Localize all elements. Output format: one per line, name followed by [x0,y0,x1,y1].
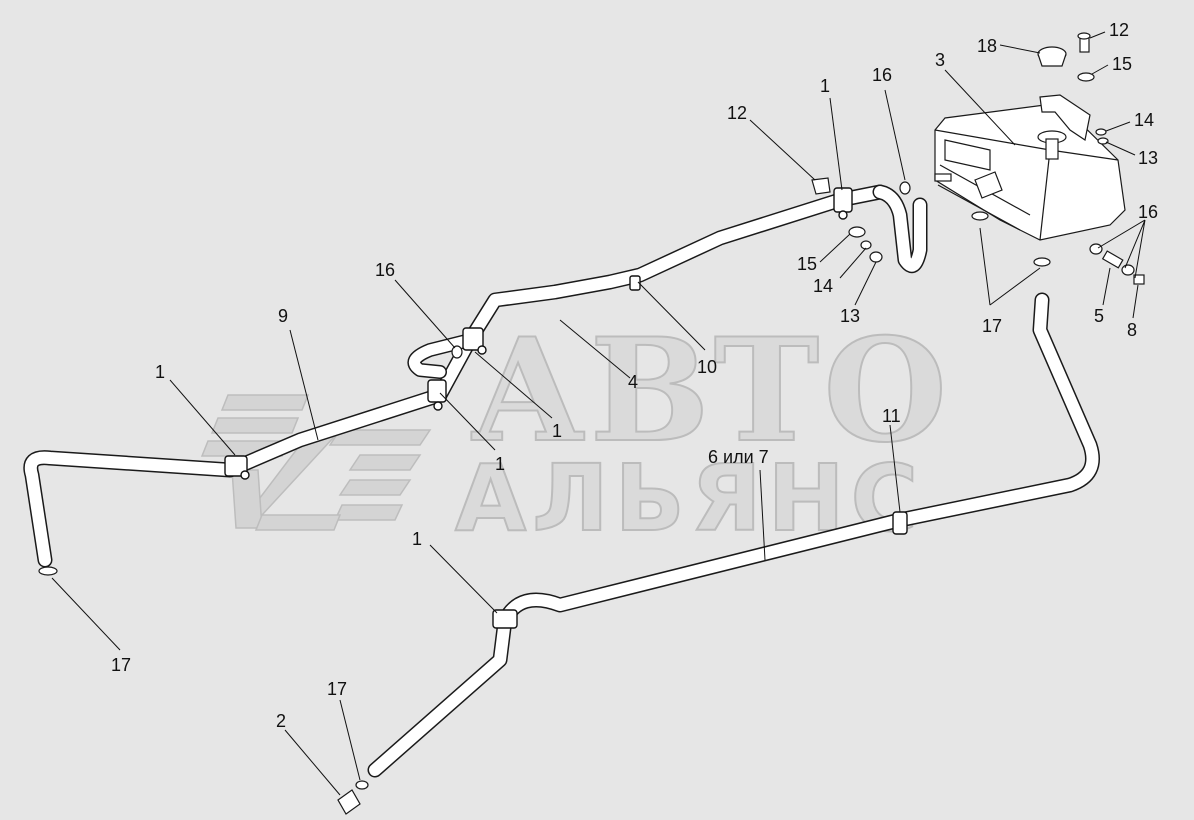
callout-1: 1 [155,362,165,382]
callout-16: 16 [872,65,892,85]
clamp-1-upper [833,187,853,220]
callout-15: 15 [1112,54,1132,74]
clamps [224,187,908,629]
callout-5: 5 [1094,306,1104,326]
clamp-11 [892,511,908,535]
leader-lines [51,31,1146,796]
callout-1: 1 [820,76,830,96]
tube-left-inner [24,334,476,566]
callout-10: 10 [697,357,717,377]
callout-11: 11 [882,406,901,426]
clamp-1-lower [492,609,518,629]
callout-16: 16 [1138,202,1158,222]
callout-1: 1 [412,529,422,549]
nozzle-2 [337,789,361,815]
bolt-12-left [811,177,831,195]
clamp-10 [629,275,641,291]
washer-15-top [1077,72,1095,82]
watermark-line1: АВТО [470,308,951,474]
callout-17: 17 [982,316,1002,336]
callout-3: 3 [935,50,945,70]
fittings [38,32,1145,815]
callout-2: 2 [276,711,286,731]
callout-13: 13 [1138,148,1158,168]
callout-16: 16 [375,260,395,280]
callout-9: 9 [278,306,288,326]
callout-8: 8 [1127,320,1137,340]
clamp-1-mid-b [462,327,487,355]
callout-4: 4 [628,372,638,392]
callouts: 1 1 1 1 1 2 3 4 5 6 или 7 8 9 10 11 12 1… [111,20,1158,731]
callout-17: 17 [111,655,131,675]
callout-17: 17 [327,679,347,699]
callout-18: 18 [977,36,997,56]
callout-15: 15 [797,254,817,274]
callout-14: 14 [813,276,833,296]
callout-12: 12 [727,103,747,123]
washer-15-mid [848,226,866,238]
callout-6-or-7: 6 или 7 [708,447,769,467]
callout-14: 14 [1134,110,1154,130]
callout-13: 13 [840,306,860,326]
watermark-emblem [200,394,432,531]
clamp-1-mid-a [427,379,447,411]
callout-12: 12 [1109,20,1129,40]
fuel-tank [934,94,1126,241]
callout-1: 1 [552,421,562,441]
callout-1: 1 [495,454,505,474]
clamp-1-left [224,455,250,480]
